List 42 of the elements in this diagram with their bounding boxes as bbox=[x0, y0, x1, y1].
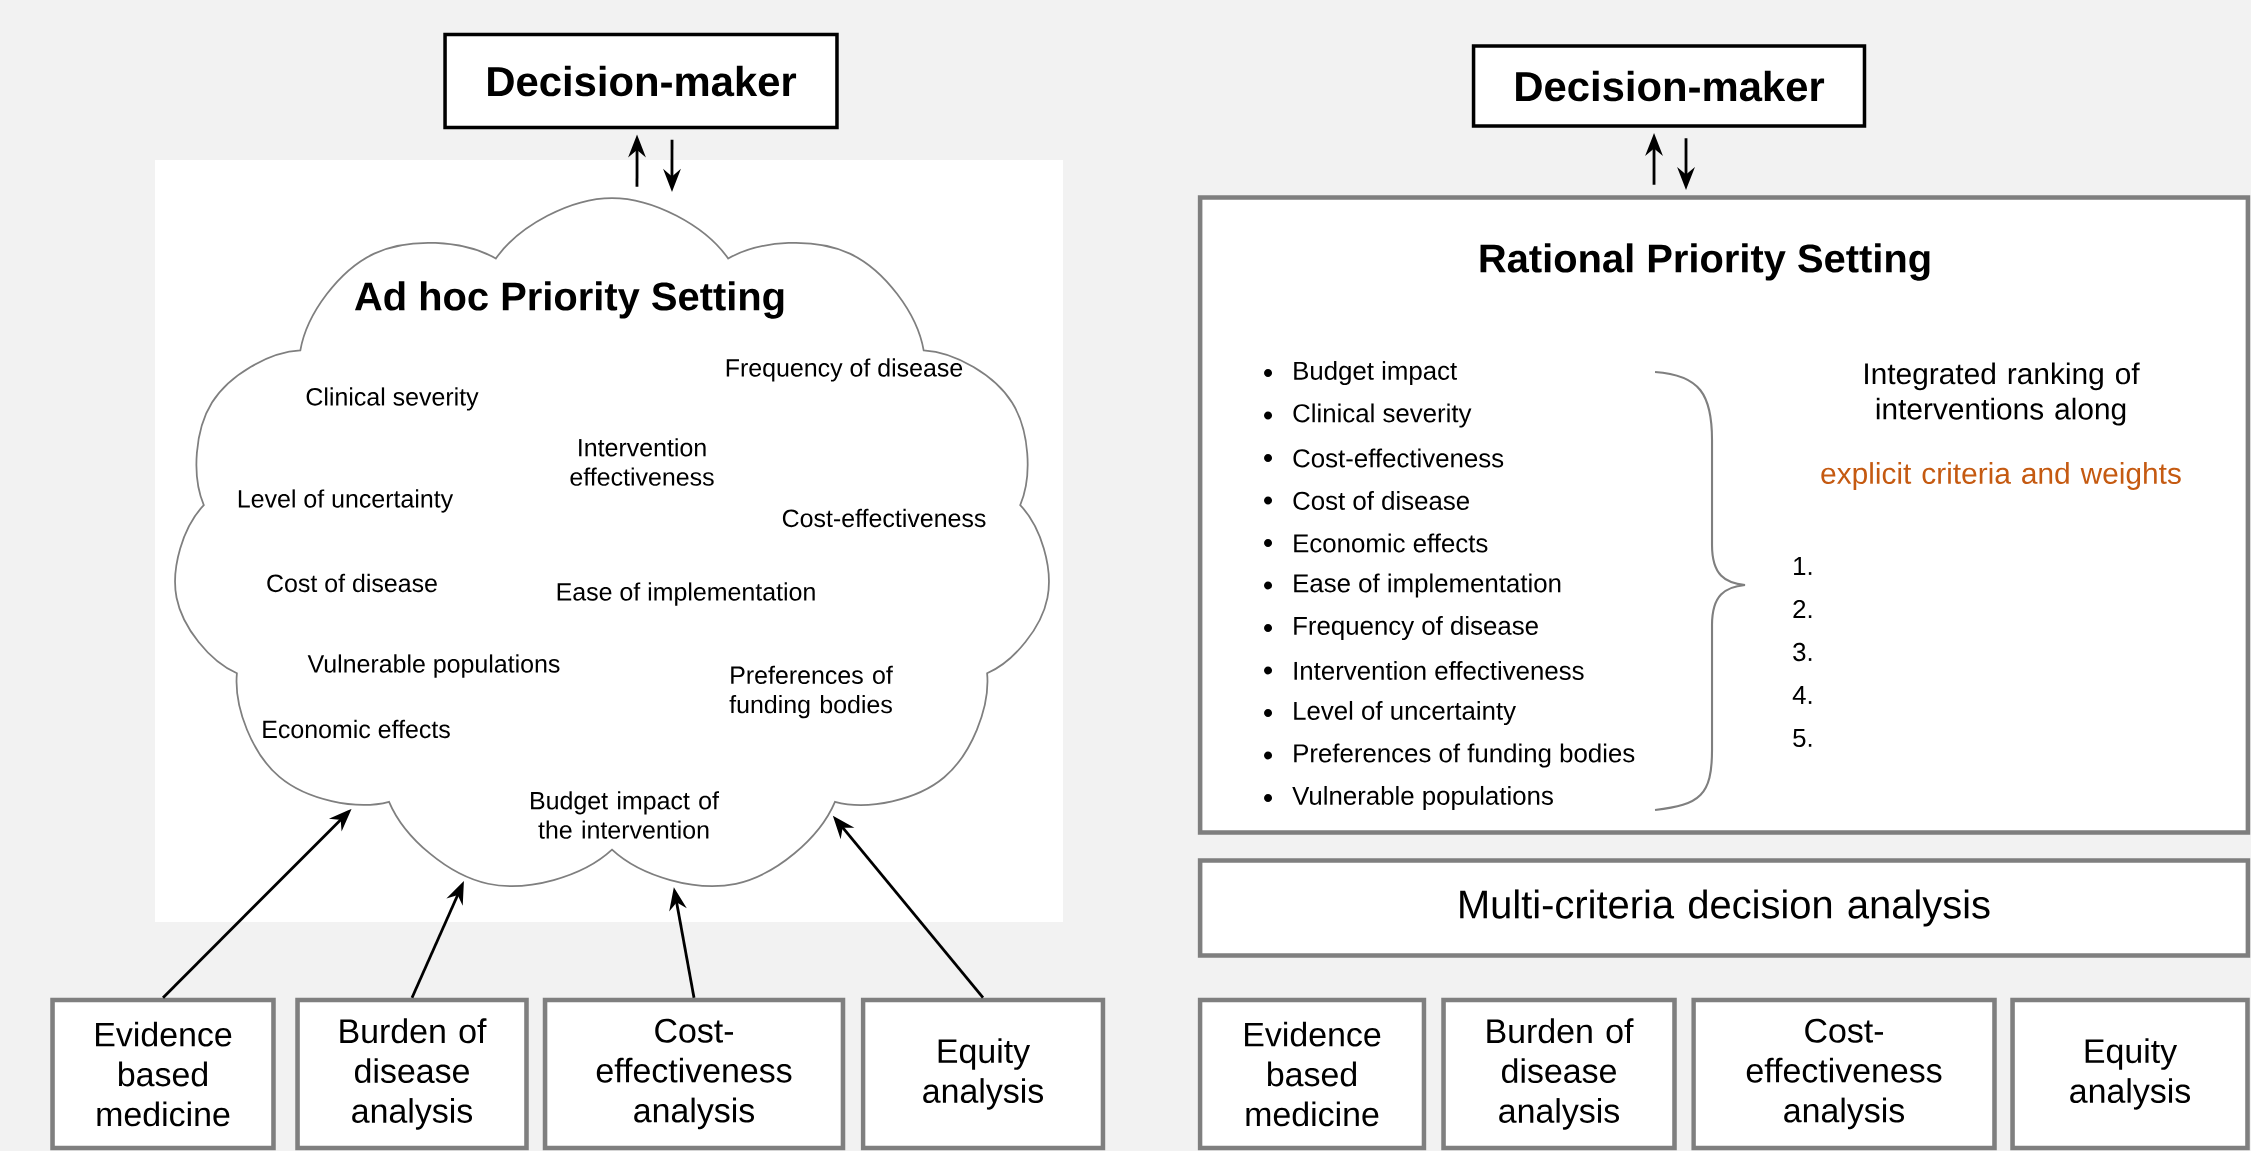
bullet-item: Frequency of disease bbox=[1264, 615, 1538, 640]
criterion-label: Intervention effectiveness bbox=[570, 438, 714, 486]
analysis-box: Evidence based medicine bbox=[1197, 997, 1427, 1151]
bullet-item: Level of uncertainty bbox=[1264, 700, 1516, 725]
rank-number: 1. bbox=[1794, 557, 1812, 575]
bullet-item: Preferences of funding bodies bbox=[1264, 743, 1635, 768]
criterion-label: Frequency of disease bbox=[726, 358, 963, 382]
criterion-label: Economic effects bbox=[263, 719, 450, 739]
rank-number: 4. bbox=[1792, 686, 1812, 704]
analysis-box: Equity analysis bbox=[860, 997, 1106, 1151]
analysis-box: Cost-effectiveness analysis bbox=[542, 997, 846, 1151]
criterion-label: Vulnerable populations bbox=[307, 654, 560, 678]
decision-maker-box: Decision-maker bbox=[443, 32, 839, 130]
bullet-item: Clinical severity bbox=[1264, 403, 1472, 428]
ranking-text: Integrated ranking of interventions along bbox=[1865, 362, 2140, 426]
criterion-label: Budget impact of the intervention bbox=[531, 791, 719, 839]
criterion-label: Level of uncertainty bbox=[238, 489, 454, 513]
bullet-item: Cost of disease bbox=[1264, 491, 1469, 510]
ranking-text: explicit criteria and weights bbox=[1821, 462, 2181, 490]
criterion-label: Clinical severity bbox=[306, 387, 479, 411]
criterion-label: Ease of implementation bbox=[557, 582, 815, 606]
analysis-box: Burden of disease analysis bbox=[295, 997, 529, 1151]
bullet-item: Economic effects bbox=[1264, 533, 1488, 553]
rank-number: 3. bbox=[1793, 642, 1812, 662]
criterion-label: Cost-effectiveness bbox=[782, 508, 986, 528]
criterion-label: Preferences of funding bodies bbox=[729, 665, 893, 719]
method-box: Multi-criteria decision analysis bbox=[1197, 858, 2251, 958]
decision-maker-box: Decision-maker bbox=[1471, 44, 1867, 128]
analysis-box: Cost-effectiveness analysis bbox=[1691, 997, 1997, 1151]
bullet-item: Cost-effectiveness bbox=[1264, 448, 1504, 468]
rank-number: 2. bbox=[1793, 600, 1812, 618]
rank-number: 5. bbox=[1793, 729, 1812, 747]
bullet-item: Budget impact bbox=[1264, 360, 1457, 385]
bullet-item: Vulnerable populations bbox=[1264, 785, 1553, 810]
bullet-item: Ease of implementation bbox=[1264, 573, 1561, 598]
analysis-box: Equity analysis bbox=[2010, 997, 2250, 1151]
analysis-box: Evidence based medicine bbox=[50, 997, 276, 1151]
criterion-label: Cost of disease bbox=[267, 573, 437, 593]
analysis-box: Burden of disease analysis bbox=[1441, 997, 1677, 1151]
cloud-title: Ad hoc Priority Setting bbox=[354, 281, 784, 319]
bullet-item: Intervention effectiveness bbox=[1264, 661, 1584, 680]
panel-title: Rational Priority Setting bbox=[1480, 243, 1930, 281]
